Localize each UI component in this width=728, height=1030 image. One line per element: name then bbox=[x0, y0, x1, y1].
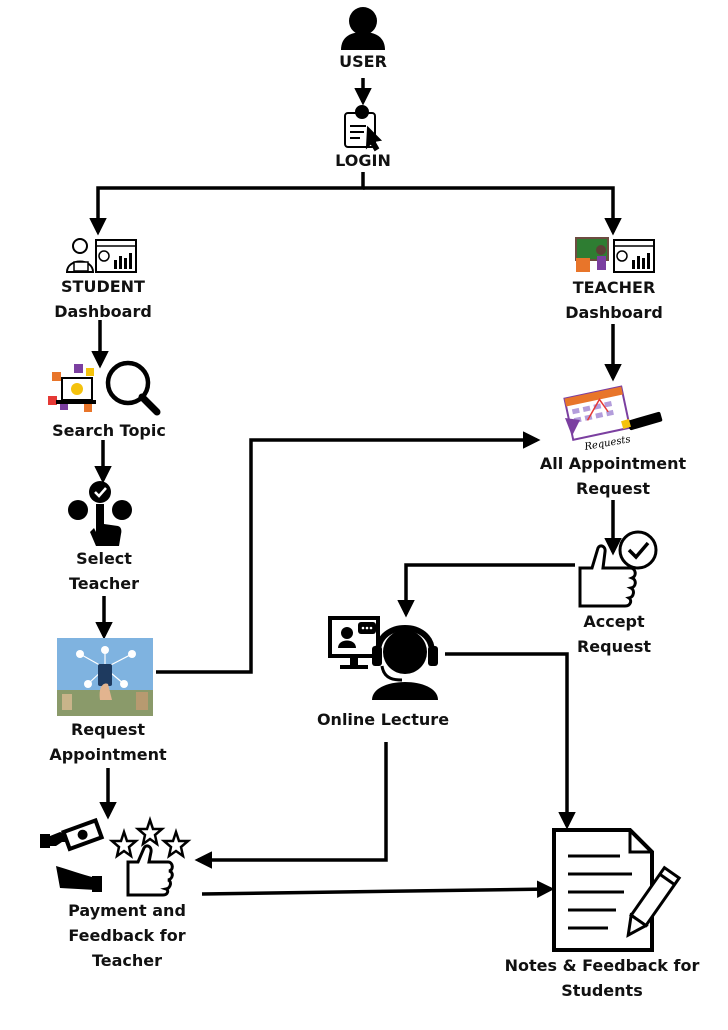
payment-feedback-label-line3: Teacher bbox=[91, 951, 163, 970]
all-appointment-request-label-line1: All Appointment bbox=[539, 454, 687, 473]
notes-document-icon bbox=[552, 828, 682, 952]
all-appointment-request-label-line2: Request bbox=[575, 479, 651, 498]
payment-feedback-label-line2: Feedback for bbox=[68, 926, 186, 945]
search-topic-icon bbox=[48, 360, 161, 416]
request-appointment-image bbox=[57, 638, 153, 716]
teacher-dashboard-icon bbox=[575, 237, 655, 273]
teacher-dashboard-label-line1: TEACHER bbox=[572, 278, 656, 297]
arrow-lecture-to-notes bbox=[445, 652, 576, 830]
arrow-login-to-student bbox=[89, 172, 365, 236]
user-icon bbox=[341, 7, 385, 50]
student-dashboard-icon bbox=[65, 238, 137, 273]
login-label: LOGIN bbox=[335, 151, 391, 170]
online-lecture-label: Online Lecture bbox=[316, 710, 450, 729]
accept-request-label-line2: Request bbox=[576, 637, 652, 656]
select-teacher-icon bbox=[68, 481, 132, 546]
arrow-accept-to-lecture bbox=[397, 563, 575, 618]
appointment-requests-icon bbox=[563, 385, 663, 441]
student-dashboard-label-line1: STUDENT bbox=[61, 277, 145, 296]
arrow-request-to-all-requests bbox=[156, 431, 541, 674]
request-appointment-label-line2: Appointment bbox=[49, 745, 167, 764]
notes-feedback-label-line2: Students bbox=[561, 981, 643, 1000]
search-topic-label: Search Topic bbox=[52, 421, 166, 440]
request-appointment-label-line1: Request bbox=[70, 720, 146, 739]
online-lecture-icon bbox=[328, 616, 438, 700]
user-label: USER bbox=[339, 52, 387, 71]
student-dashboard-label-line2: Dashboard bbox=[54, 302, 152, 321]
arrow-login-to-teacher bbox=[363, 186, 622, 236]
notes-feedback-label-line1: Notes & Feedback for bbox=[504, 956, 700, 975]
payment-feedback-icon bbox=[40, 816, 192, 897]
select-teacher-label-line2: Teacher bbox=[68, 574, 140, 593]
accept-request-label-line1: Accept bbox=[583, 612, 645, 631]
payment-feedback-label-line1: Payment and bbox=[68, 901, 186, 920]
teacher-dashboard-label-line2: Dashboard bbox=[565, 303, 663, 322]
login-icon bbox=[344, 105, 383, 152]
accept-request-icon bbox=[578, 530, 658, 608]
arrow-lecture-to-payment bbox=[194, 742, 388, 869]
select-teacher-label-line1: Select bbox=[76, 549, 132, 568]
arrow-payment-to-notes bbox=[201, 880, 555, 898]
